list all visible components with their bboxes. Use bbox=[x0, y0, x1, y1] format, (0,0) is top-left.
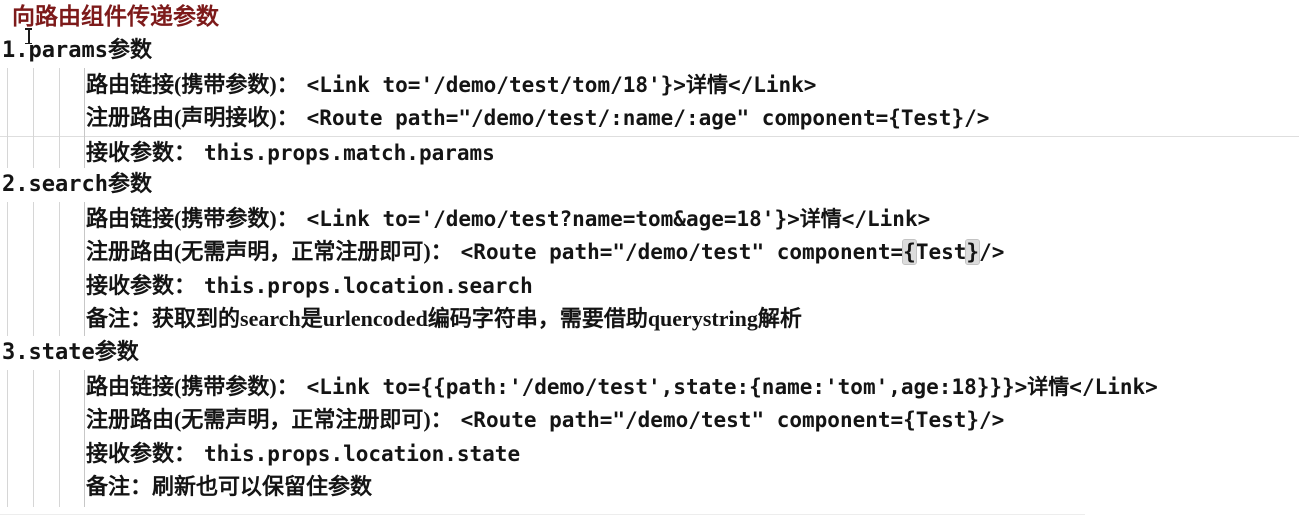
note-line: 路由链接(携带参数)： <Link to={{path:'/demo/test',… bbox=[86, 373, 1158, 403]
line-label: 备注： bbox=[86, 306, 153, 331]
indent-guide bbox=[7, 202, 8, 336]
code-snippet: <Route path="/demo/test" component={Test… bbox=[460, 408, 1005, 432]
note-line: 路由链接(携带参数)： <Link to='/demo/test/tom/18'}… bbox=[86, 71, 816, 101]
note-line: 注册路由(无需声明，正常注册即可)： <Route path="/demo/tes… bbox=[86, 238, 1004, 268]
horizontal-rule bbox=[0, 514, 1085, 515]
section-heading-search: 2.search参数 bbox=[2, 172, 152, 197]
section-heading-params: 1.params参数 bbox=[2, 38, 152, 63]
note-line: 接收参数： this.props.match.params bbox=[86, 139, 495, 169]
line-label: 注册路由(无需声明，正常注册即可)： bbox=[86, 239, 453, 264]
matched-brace-highlight: } bbox=[965, 239, 981, 265]
note-line: 接收参数： this.props.location.search bbox=[86, 272, 533, 302]
indent-guide bbox=[7, 68, 8, 168]
section-heading-state: 3.state参数 bbox=[2, 340, 139, 365]
indent-guide bbox=[33, 370, 34, 507]
note-line: 注册路由(无需声明，正常注册即可)： <Route path="/demo/tes… bbox=[86, 406, 1004, 436]
code-snippet: <Route path="/demo/test" component= bbox=[460, 240, 904, 264]
indent-guide bbox=[59, 370, 60, 507]
code-snippet: <Link to='/demo/test/tom/18'}>详情</Link> bbox=[306, 73, 817, 97]
line-label: 接收参数： bbox=[86, 441, 197, 466]
indent-guide bbox=[7, 370, 8, 507]
indent-guide bbox=[59, 202, 60, 336]
note-line: 接收参数： this.props.location.state bbox=[86, 440, 520, 470]
line-label: 注册路由(无需声明，正常注册即可)： bbox=[86, 407, 453, 432]
note-text: 获取到的search是urlencoded编码字符串，需要借助querystri… bbox=[152, 306, 802, 331]
indent-guide bbox=[84, 370, 85, 507]
code-snippet: <Route path="/demo/test/:name/:age" comp… bbox=[306, 106, 990, 130]
line-label: 接收参数： bbox=[86, 140, 197, 165]
code-snippet: /> bbox=[979, 240, 1005, 264]
indent-guide bbox=[84, 68, 85, 168]
code-snippet: <Link to={{path:'/demo/test',state:{name… bbox=[306, 375, 1158, 399]
code-snippet: this.props.match.params bbox=[204, 141, 495, 165]
note-text: 刷新也可以保留住参数 bbox=[152, 474, 373, 499]
code-snippet: <Link to='/demo/test?name=tom&age=18'}>详… bbox=[306, 207, 931, 231]
indent-guide bbox=[59, 68, 60, 168]
indent-guide bbox=[33, 202, 34, 336]
line-label: 备注： bbox=[86, 474, 153, 499]
line-label: 注册路由(声明接收)： bbox=[86, 105, 299, 130]
indent-guide bbox=[33, 68, 34, 168]
line-label: 路由链接(携带参数)： bbox=[86, 72, 299, 97]
matched-brace-highlight: { bbox=[902, 239, 917, 265]
line-label: 接收参数： bbox=[86, 273, 197, 298]
code-snippet: this.props.location.search bbox=[204, 274, 533, 298]
note-line: 路由链接(携带参数)： <Link to='/demo/test?name=tom… bbox=[86, 205, 930, 235]
horizontal-rule bbox=[0, 136, 1299, 137]
line-label: 路由链接(携带参数)： bbox=[86, 206, 299, 231]
note-line: 注册路由(声明接收)： <Route path="/demo/test/:name… bbox=[86, 104, 989, 134]
code-snippet: this.props.location.state bbox=[204, 442, 521, 466]
text-cursor-icon bbox=[24, 28, 33, 44]
indent-guide bbox=[84, 202, 85, 336]
code-snippet: Test bbox=[915, 240, 967, 264]
note-line: 备注：刷新也可以保留住参数 bbox=[86, 473, 372, 503]
line-label: 路由链接(携带参数)： bbox=[86, 374, 299, 399]
page-title: 向路由组件传递参数 bbox=[12, 4, 219, 29]
note-line: 备注：获取到的search是urlencoded编码字符串，需要借助querys… bbox=[86, 305, 802, 335]
